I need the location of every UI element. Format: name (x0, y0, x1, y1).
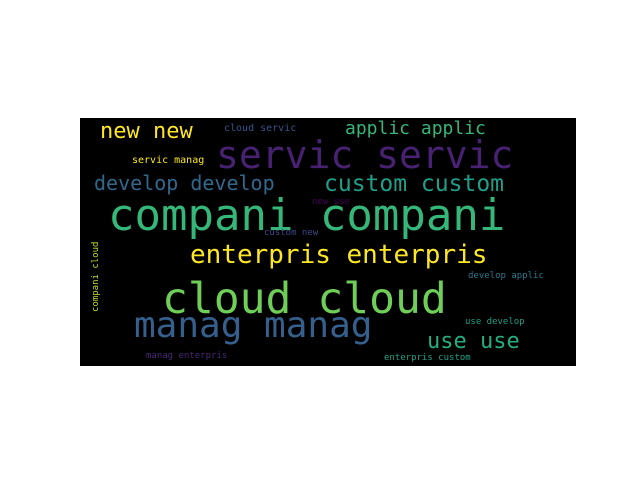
word-develop-develop: develop develop (94, 171, 275, 195)
word-enterpris-custom: enterpris custom (384, 353, 471, 363)
word-use-develop: use develop (465, 317, 525, 327)
word-new-new: new new (100, 119, 193, 144)
word-servic-servic: servic servic (216, 133, 514, 177)
word-use-use: use use (427, 329, 520, 354)
word-custom-new: custom new (264, 228, 319, 238)
word-compani-compani: compani compani (108, 190, 506, 241)
word-new-use: new use (312, 197, 350, 207)
word-applic-applic: applic applic (345, 118, 486, 139)
word-servic-manag: servic manag (132, 155, 205, 166)
word-cloud-servic: cloud servic (224, 123, 297, 134)
word-compani-cloud: compani cloud (91, 241, 101, 312)
word-enterpris-enterpris: enterpris enterpris (190, 240, 488, 270)
word-develop-applic: develop applic (468, 271, 544, 281)
word-cloud: compani compani servic servic cloud clou… (80, 118, 576, 366)
word-cloud-cloud: cloud cloud (162, 274, 447, 324)
word-custom-custom: custom custom (324, 171, 505, 197)
word-manag-enterpris: manag enterpris (146, 351, 228, 361)
word-manag-manag: manag manag (134, 305, 373, 346)
